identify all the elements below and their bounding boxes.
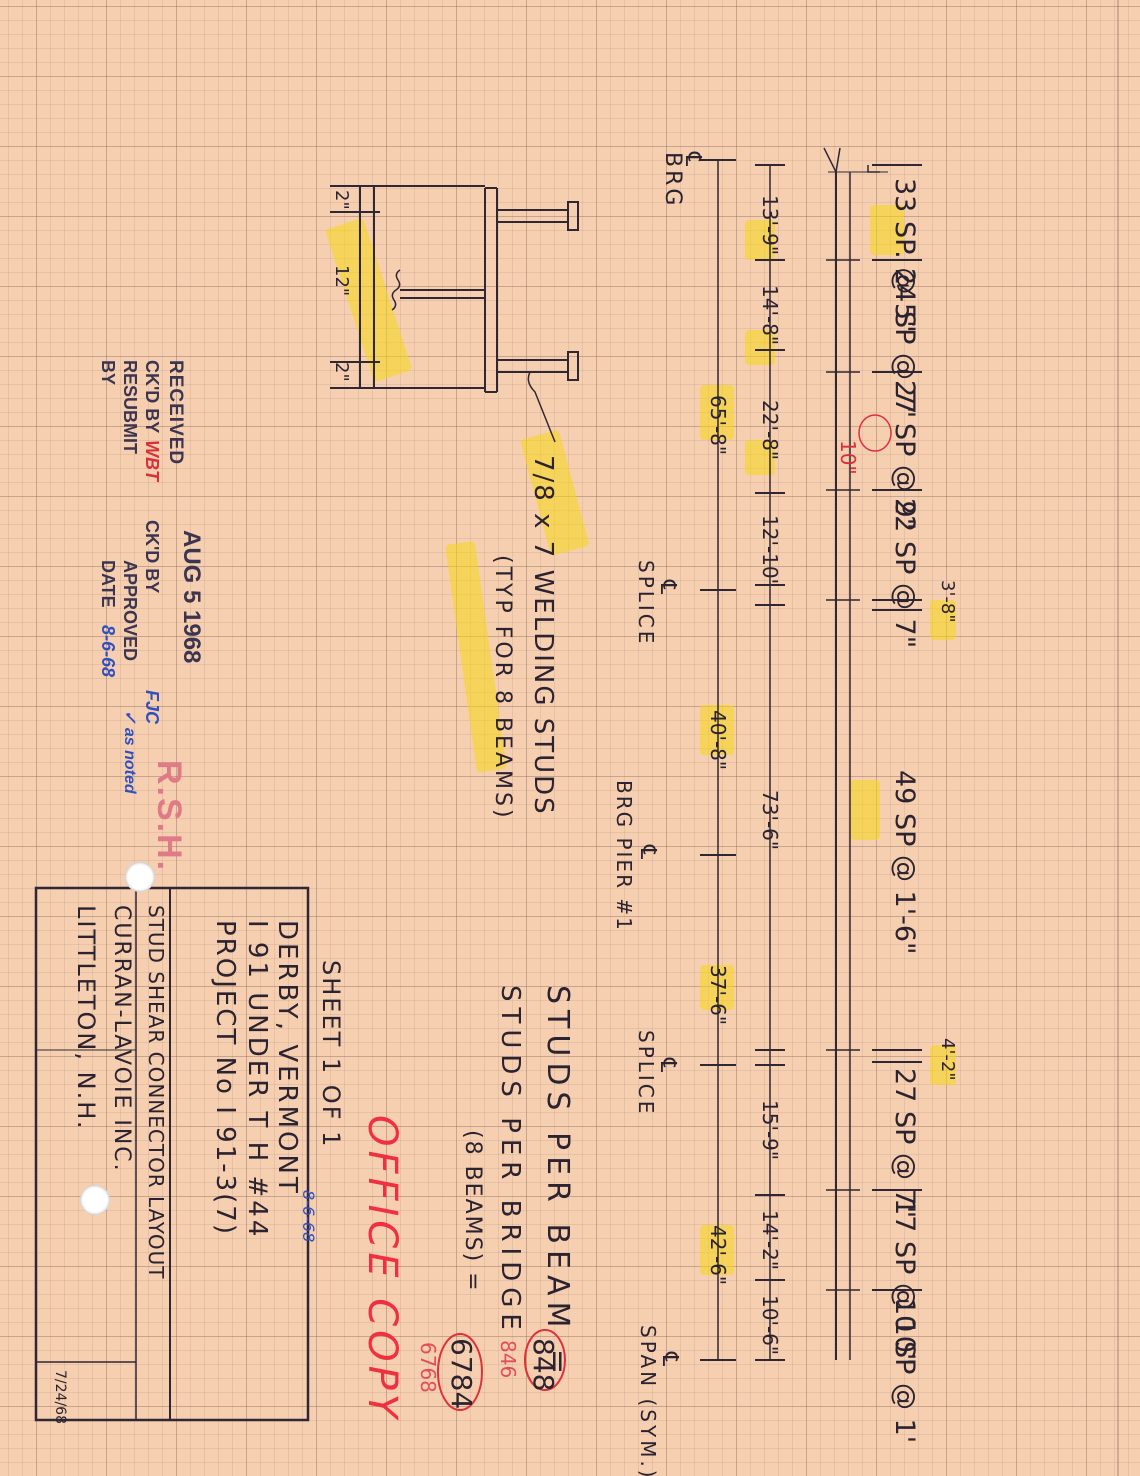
- centerline-splice-label: SPLICE: [634, 560, 658, 647]
- studs-per-bridge-label: STUDS PER BRIDGE: [495, 985, 525, 1336]
- dimension-outer: 40'-8": [706, 710, 730, 771]
- highlight: [700, 705, 734, 755]
- highlight: [850, 780, 880, 840]
- section-dimension: 2": [331, 190, 352, 210]
- studs-per-beam-value: 848: [527, 1338, 560, 1392]
- studs-per-bridge-label2: (8 BEAMS) =: [460, 1130, 485, 1293]
- span-correction: 10": [836, 440, 860, 475]
- dimension-inner: 12'-10": [758, 515, 782, 588]
- centerline-splice-label: SPLICE: [634, 1030, 658, 1117]
- title-location: DERBY, VERMONT: [272, 920, 302, 1196]
- title-sheet-number: SHEET 1 OF 1: [317, 960, 345, 1149]
- span-label: 27 SP @ 7": [889, 1068, 920, 1219]
- studs-per-beam-label: STUDS PER BEAM =: [540, 985, 575, 1381]
- dimension-inner: 73'-6": [758, 790, 782, 851]
- stamp-received: RECEIVED: [165, 360, 186, 466]
- dimension-outer: 37'-6": [706, 965, 730, 1026]
- span-label: 22 SP @ 7": [889, 498, 920, 649]
- stamp-date-value: 8-6-68: [98, 625, 118, 678]
- stamp-initials: R.S.H.: [150, 760, 188, 873]
- stamp-date-label: DATE: [98, 560, 118, 608]
- studs-note-typ: (TYP FOR 8 BEAMS): [490, 555, 515, 821]
- title-project: PROJECT No I 91-3(7): [210, 920, 240, 1236]
- span-label: 49 SP @ 1'-6": [889, 770, 920, 955]
- highlight: [700, 385, 734, 440]
- centerline-symbol: ℄: [655, 1058, 680, 1073]
- stamp-by-label: BY: [98, 360, 118, 386]
- stamp-ckd-by-value: WBT: [142, 440, 162, 481]
- highlight: [930, 600, 956, 640]
- highlight: [930, 1045, 956, 1085]
- title-company-location: LITTLETON, N.H.: [72, 905, 100, 1131]
- punch-hole: [80, 1185, 110, 1215]
- title-approval-date: 8-6-68: [299, 1190, 318, 1243]
- dimension-outer: 42'-6": [706, 1225, 730, 1286]
- highlight: [870, 205, 904, 255]
- dimension-inner: 22'-8": [758, 400, 782, 461]
- stamp-approved-label: APPROVED: [120, 560, 140, 662]
- centerline-pier-label: BRG PIER #1: [612, 780, 636, 932]
- centerline-span-label: SPAN (SYM.): [636, 1325, 660, 1476]
- section-dimension: 12": [331, 265, 352, 297]
- span-label: 10 SP @ 1': [889, 1298, 920, 1444]
- highlight: [700, 965, 734, 1010]
- stamp-approved-value: ✓ as noted: [121, 710, 138, 794]
- studs-note: 7/8 x 7 WELDING STUDS: [528, 455, 558, 816]
- section-dimension: 2": [331, 362, 352, 382]
- studs-per-beam-revised: 846: [496, 1340, 520, 1379]
- studs-per-bridge-revised: 6768: [416, 1342, 440, 1393]
- dimension-inner: 10'-6": [758, 1295, 782, 1356]
- centerline-symbol: ℄: [657, 1352, 682, 1367]
- punch-hole: [125, 862, 155, 892]
- centerline-symbol: ℄: [655, 580, 680, 595]
- studs-per-bridge-value: 6784: [445, 1338, 478, 1410]
- title-corner-date: 7/24/68: [52, 1370, 68, 1424]
- title-drawing-name: STUD SHEAR CONNECTOR LAYOUT: [144, 905, 168, 1280]
- dimension-outer: 65'-8": [706, 395, 730, 456]
- title-route: I 91 UNDER T H #44: [242, 920, 272, 1240]
- stamp-ckd-by2-label: CK'D BY: [142, 520, 162, 594]
- dimension-inner: 13'-9": [758, 195, 782, 256]
- stamp-ckd-by-label: CK'D BY: [142, 360, 162, 434]
- dimension-inner: 14'-2": [758, 1210, 782, 1271]
- gap-label: 3'-8": [937, 580, 958, 623]
- office-copy-stamp: OFFICE COPY: [359, 1115, 405, 1423]
- stamp-resubmit: RESUBMIT: [120, 360, 140, 454]
- stamp-ckd-by2-value: FJC: [142, 690, 162, 725]
- dimension-inner: 14'-8": [758, 285, 782, 346]
- gap-label: 4'-2": [937, 1038, 958, 1081]
- highlight: [700, 1225, 734, 1275]
- title-company: CURRAN-LAVOIE INC.: [109, 905, 134, 1173]
- centerline-symbol: ℄: [635, 845, 660, 860]
- stamp-date: AUG 5 1968: [178, 530, 205, 664]
- centerline-brg-label: BRG: [660, 152, 685, 209]
- dimension-inner: 15'-9": [758, 1100, 782, 1161]
